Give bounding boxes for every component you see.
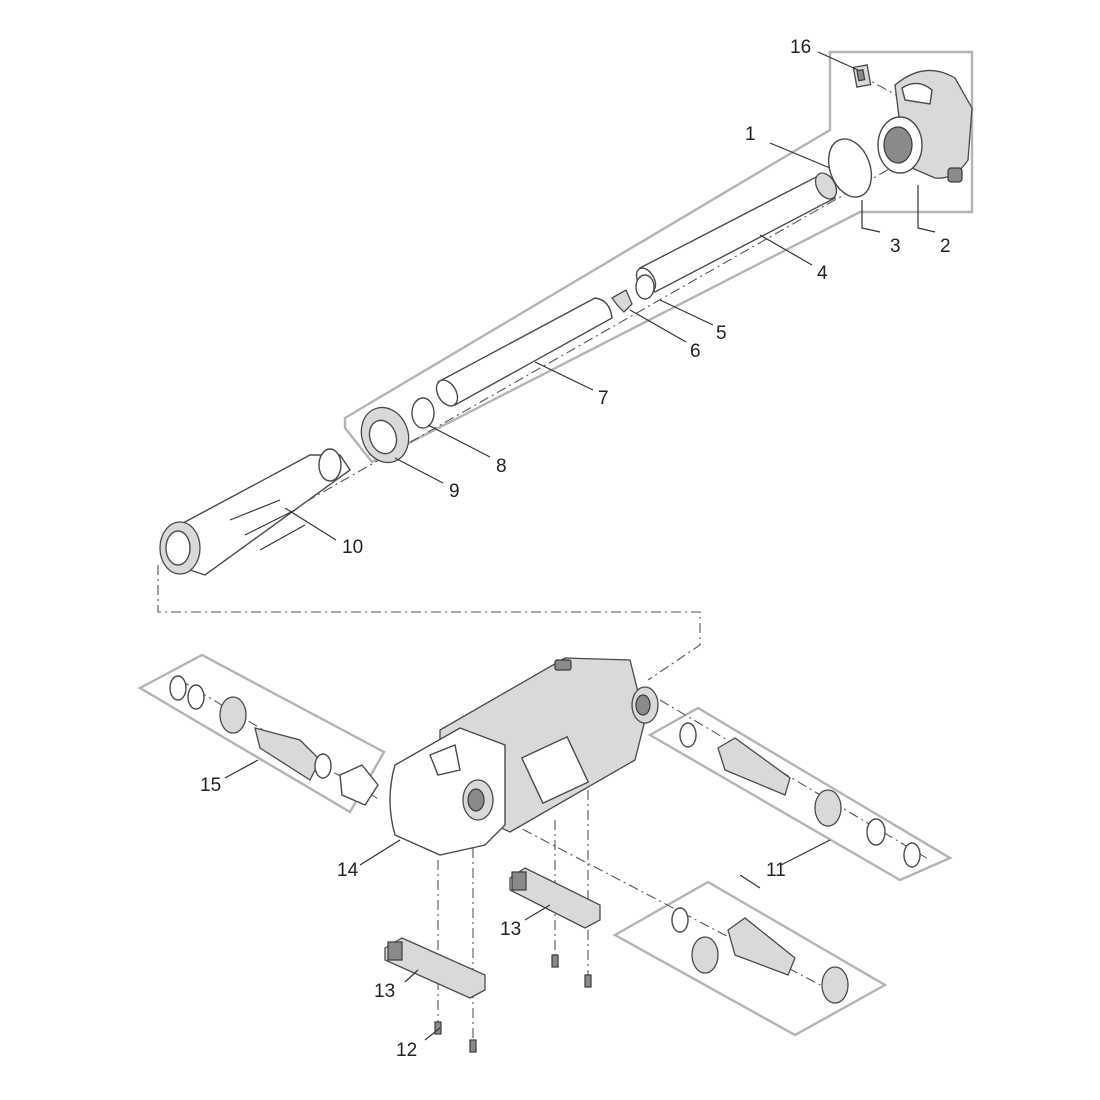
part-7-uv-lamp [435, 297, 613, 407]
part-13-bracket-left [384, 937, 486, 999]
leader-lines [224, 51, 936, 1041]
callout-6: 6 [690, 341, 701, 362]
part-12-screws [434, 954, 592, 1053]
callout-10: 10 [342, 537, 363, 558]
callout-12: 12 [396, 1040, 417, 1061]
callout-7: 7 [598, 388, 609, 409]
callout-15: 15 [200, 775, 221, 796]
callout-13-upper: 13 [500, 919, 521, 940]
callout-9: 9 [449, 481, 460, 502]
group-frame-11-upper [647, 706, 953, 882]
part-15-connector-set [169, 675, 379, 806]
callout-11: 11 [766, 860, 786, 881]
callout-5: 5 [716, 323, 727, 344]
axis-line-right-port [659, 699, 931, 861]
axis-line-link [157, 565, 701, 681]
axis-line-screws [437, 790, 589, 1040]
callout-2: 2 [940, 236, 951, 257]
part-14-main-body [389, 657, 659, 856]
callout-3: 3 [890, 236, 901, 257]
group-frame-15 [137, 653, 386, 814]
part-10-wiper [159, 448, 351, 576]
part-11-connector-set-upper [679, 722, 921, 868]
part-6-spring-clip [611, 289, 633, 313]
callout-14: 14 [337, 860, 359, 881]
callout-4: 4 [817, 263, 828, 284]
part-5-ring [635, 274, 655, 300]
part-13-bracket-right [509, 867, 601, 929]
callout-8: 8 [496, 456, 507, 477]
part-16-clip [852, 64, 872, 88]
part-2-end-cap [877, 69, 973, 183]
part-11-connector-set-lower [671, 907, 849, 1004]
group-frame-1 [343, 50, 974, 464]
part-3-o-ring [827, 138, 873, 198]
callout-16: 16 [790, 37, 811, 58]
part-9-union-nut [360, 406, 410, 464]
group-frame-11-lower [612, 880, 888, 1037]
part-8-o-ring [411, 397, 435, 429]
callout-1: 1 [745, 124, 756, 145]
callout-13-lower: 13 [374, 981, 395, 1002]
